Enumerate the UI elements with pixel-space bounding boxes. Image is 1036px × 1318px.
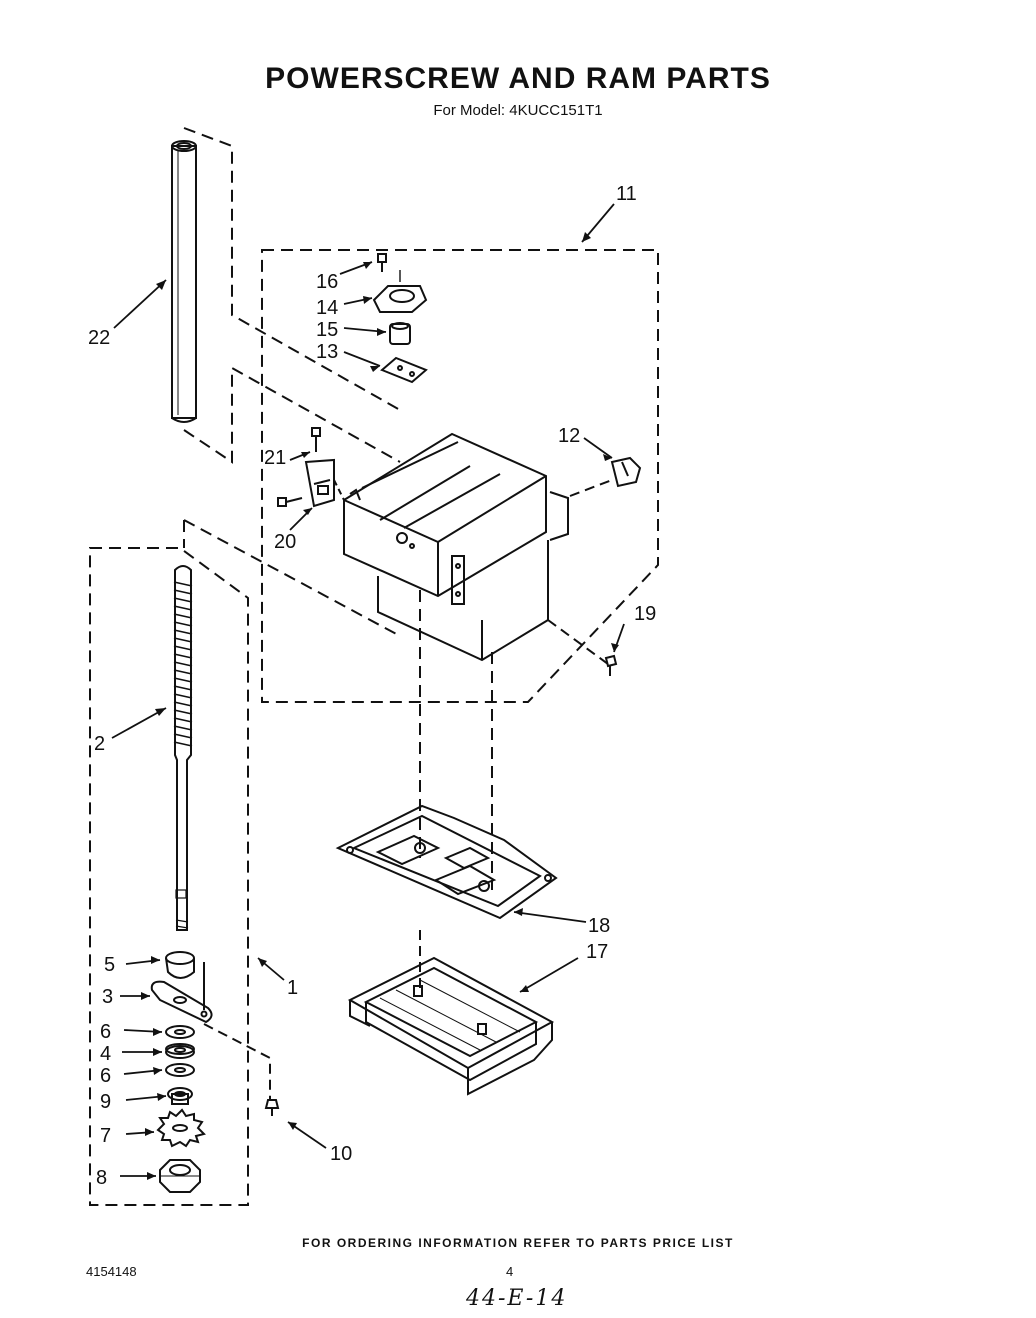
callout-11: 11 — [616, 183, 637, 205]
screw-part-16 — [377, 253, 387, 272]
callout-1: 1 — [287, 977, 298, 999]
callout-16: 16 — [316, 271, 338, 293]
handwritten-note: 44-E-14 — [466, 1286, 568, 1311]
bearing-part-4 — [165, 1043, 195, 1059]
screw-part-21b — [277, 497, 303, 507]
callout-10: 10 — [330, 1143, 352, 1165]
callout-3: 3 — [102, 986, 113, 1008]
powerscrew-part — [173, 565, 193, 931]
callout-9: 9 — [100, 1091, 111, 1113]
callout-15: 15 — [316, 319, 338, 341]
plate-part-14 — [372, 285, 428, 313]
bushing-part-9 — [167, 1087, 193, 1105]
callout-19: 19 — [634, 603, 656, 625]
sprocket-part-7 — [156, 1108, 206, 1148]
callout-22: 22 — [88, 327, 110, 349]
callout-17: 17 — [586, 941, 608, 963]
leader-lines — [111, 203, 625, 1177]
clip-part-12 — [610, 456, 642, 488]
callout-12: 12 — [558, 425, 580, 447]
bracket-part-3 — [150, 980, 213, 1024]
model-subtitle: For Model: 4KUCC151T1 — [433, 102, 603, 119]
callout-18: 18 — [588, 915, 610, 937]
callout-6b: 6 — [100, 1065, 111, 1087]
assembly-1-boundary — [89, 547, 249, 1206]
screw-part-19 — [604, 654, 618, 676]
arrowheads — [141, 232, 619, 1180]
gasket-part-18 — [335, 804, 558, 920]
washer-part-6b — [165, 1063, 195, 1077]
frame-assembly — [343, 432, 569, 662]
drain-pan-part-17 — [347, 956, 555, 1096]
plate-part-13 — [380, 356, 428, 384]
assembly-11-boundary — [261, 249, 659, 703]
page-number: 4 — [506, 1264, 514, 1279]
washer-part-6a — [165, 1025, 195, 1039]
callout-21: 21 — [264, 447, 286, 469]
nut-part-15 — [389, 322, 411, 345]
callout-6a: 6 — [100, 1021, 111, 1043]
document-number: 4154148 — [86, 1264, 137, 1279]
screw-part-10 — [264, 1099, 280, 1116]
coupling-part-5 — [165, 951, 205, 1010]
callout-5: 5 — [104, 954, 115, 976]
ram-tube-part — [171, 140, 197, 423]
callout-8: 8 — [96, 1167, 107, 1189]
ordering-note: FOR ORDERING INFORMATION REFER TO PARTS … — [302, 1236, 734, 1250]
bracket-part-20 — [304, 458, 335, 508]
callout-4: 4 — [100, 1043, 111, 1065]
callout-14: 14 — [316, 297, 338, 319]
callout-20: 20 — [274, 531, 296, 553]
callout-2: 2 — [94, 733, 105, 755]
nut-part-8 — [159, 1159, 201, 1193]
page-title: POWERSCREW AND RAM PARTS — [265, 62, 771, 95]
screw-part-21a — [311, 427, 321, 452]
callout-7: 7 — [100, 1125, 111, 1147]
callout-13: 13 — [316, 341, 338, 363]
callout-labels: 1 2 3 4 5 6 6 7 8 9 10 11 12 13 14 15 16… — [88, 183, 656, 1189]
